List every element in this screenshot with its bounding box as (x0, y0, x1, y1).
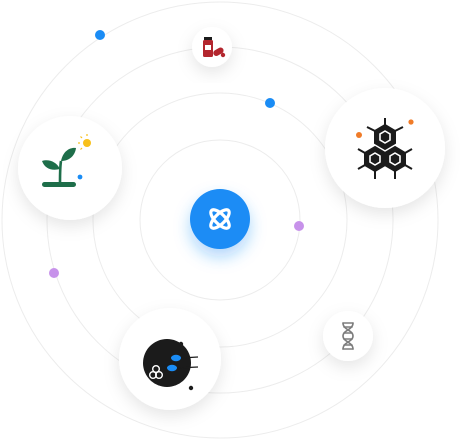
node-dna (323, 311, 373, 361)
decor-dot (265, 98, 275, 108)
node-cell (119, 308, 221, 410)
center-hub (190, 189, 250, 249)
atom-dot (408, 119, 414, 125)
decor-dot (95, 30, 105, 40)
hexagon (384, 145, 406, 173)
dna-helix-icon (342, 322, 354, 350)
decor-dot (49, 268, 59, 278)
node-molecule (325, 88, 445, 208)
orbit-ring-outer (1, 1, 439, 439)
node-card (18, 116, 122, 220)
node-plant (18, 116, 122, 220)
orbit-ring-inner (92, 92, 348, 348)
cell-microscopy-icon (143, 339, 199, 391)
hexagon (374, 123, 396, 151)
water-dot (77, 174, 83, 180)
orbit-ring-core (139, 139, 301, 301)
hub-circle (190, 189, 250, 249)
medicine-bottle-pills-icon (203, 37, 226, 58)
atom-dot (356, 132, 362, 138)
node-card (323, 311, 373, 361)
hexagon-molecule-icon (356, 118, 414, 179)
decor-dots (49, 30, 304, 278)
node-medicine (192, 27, 232, 67)
plant-sprout-sun-icon (42, 134, 91, 187)
sun-icon (78, 134, 91, 150)
hexagon (364, 145, 386, 173)
decor-dot (294, 221, 304, 231)
atom-logo-icon (209, 208, 231, 230)
